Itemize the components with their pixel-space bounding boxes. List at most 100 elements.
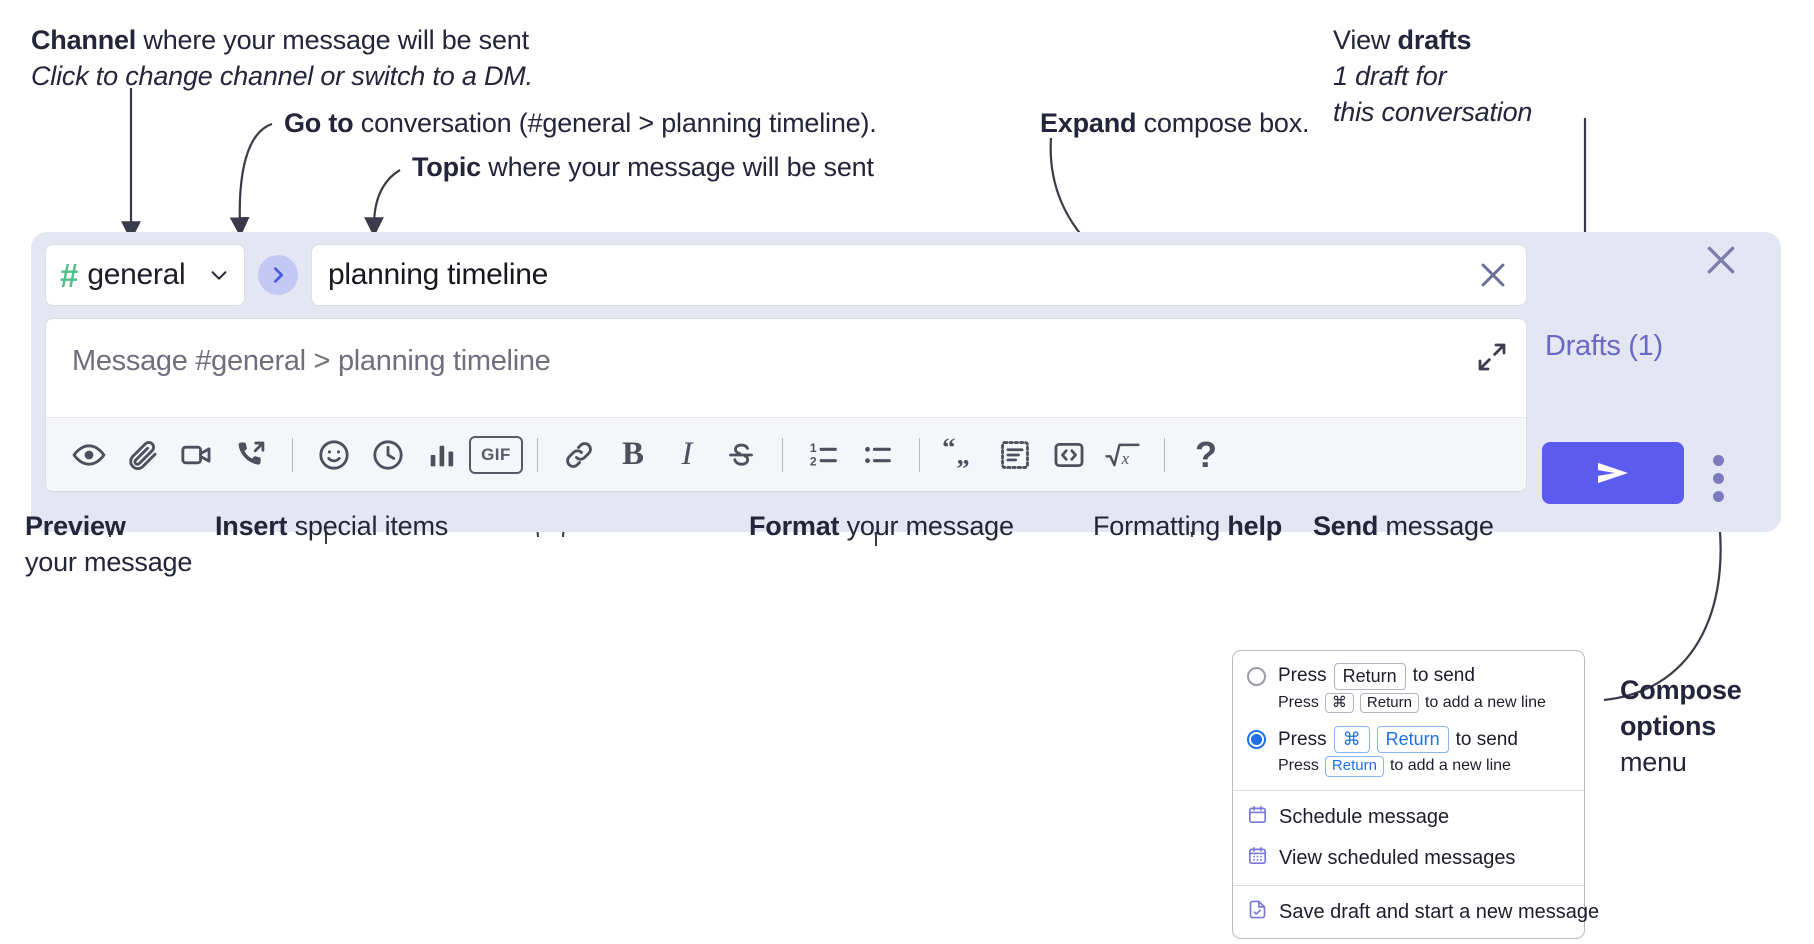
annotation-drafts-bold: drafts bbox=[1397, 25, 1472, 55]
menu-item-label: View scheduled messages bbox=[1279, 846, 1516, 869]
audio-call-icon[interactable] bbox=[224, 428, 278, 482]
send-button[interactable] bbox=[1542, 442, 1684, 504]
blockquote-icon[interactable]: “ „ bbox=[934, 428, 988, 482]
menu-option-return-sub: Press ⌘ Return to add a new line bbox=[1233, 690, 1584, 721]
menu-divider bbox=[1233, 884, 1584, 886]
bulleted-list-icon[interactable] bbox=[851, 428, 905, 482]
math-icon[interactable]: x bbox=[1096, 428, 1150, 482]
annotation-insert-rest: special items bbox=[287, 511, 449, 541]
menu-opt2-sub-tail: to add a new line bbox=[1389, 757, 1511, 775]
help-label: ? bbox=[1195, 433, 1217, 475]
annotation-topic-bold: Topic bbox=[412, 152, 481, 182]
annotation-expand-rest: compose box. bbox=[1136, 108, 1310, 138]
menu-opt2-key2: Return bbox=[1376, 726, 1449, 753]
annotation-formatting-help: Formatting help bbox=[1093, 508, 1282, 544]
ordered-list-icon[interactable]: 1 2 bbox=[797, 428, 851, 482]
annotation-topic: Topic where your message will be sent bbox=[412, 149, 874, 185]
annotation-format-bold: Format bbox=[749, 511, 840, 541]
annotation-expand: Expand compose box. bbox=[1040, 105, 1310, 141]
toolbar-divider bbox=[1164, 437, 1165, 472]
poll-icon[interactable] bbox=[415, 428, 469, 482]
annotation-send-rest: message bbox=[1378, 511, 1494, 541]
video-icon[interactable] bbox=[170, 428, 224, 482]
compose-options-menu: Press Return to send Press ⌘ Return to a… bbox=[1232, 650, 1599, 939]
message-area: Message #general > planning timeline bbox=[45, 318, 1527, 492]
cmd-key-icon: ⌘ bbox=[1333, 726, 1370, 753]
radio-button-selected[interactable] bbox=[1247, 730, 1266, 749]
menu-item-schedule-message[interactable]: Schedule message bbox=[1233, 797, 1584, 838]
menu-option-cmd-return-sub: Press Return to add a new line bbox=[1233, 753, 1584, 784]
hash-icon: # bbox=[60, 256, 79, 294]
expand-icon[interactable] bbox=[1476, 341, 1508, 373]
italic-label: I bbox=[681, 436, 693, 472]
attachment-icon[interactable] bbox=[116, 428, 170, 482]
annotation-preview-bold: Preview bbox=[25, 511, 126, 541]
annotation-goto: Go to conversation (#general > planning … bbox=[284, 105, 877, 141]
message-placeholder: Message #general > planning timeline bbox=[72, 345, 551, 377]
svg-text:x: x bbox=[1121, 448, 1130, 467]
menu-option-return-to-send[interactable]: Press Return to send bbox=[1233, 657, 1584, 690]
annotation-insert: Insert special items bbox=[215, 508, 448, 544]
chevron-right-icon bbox=[273, 267, 284, 283]
menu-opt2-press: Press bbox=[1278, 728, 1327, 750]
annotation-preview: Preview your message bbox=[25, 508, 215, 580]
channel-selector[interactable]: # general bbox=[45, 244, 245, 306]
annotation-compose-bold1: Compose bbox=[1620, 675, 1742, 705]
annotation-goto-bold: Go to bbox=[284, 108, 354, 138]
annotation-channel-rest: where your message will be sent bbox=[136, 25, 529, 55]
menu-item-view-scheduled-messages[interactable]: View scheduled messages bbox=[1233, 838, 1584, 879]
svg-text:“: “ bbox=[942, 438, 955, 462]
gif-label: GIF bbox=[469, 435, 523, 474]
compose-options-menu-button[interactable] bbox=[1713, 455, 1724, 502]
annotation-compose-options: Compose options menu bbox=[1620, 672, 1810, 780]
save-draft-icon bbox=[1247, 899, 1268, 926]
message-input[interactable]: Message #general > planning timeline bbox=[46, 319, 1526, 417]
annotation-drafts-plain: View bbox=[1333, 25, 1398, 55]
annotation-drafts-sub1: 1 draft for bbox=[1333, 61, 1447, 91]
gif-icon[interactable]: GIF bbox=[469, 428, 523, 482]
italic-icon[interactable]: I bbox=[660, 428, 714, 482]
annotation-channel-sub: Click to change channel or switch to a D… bbox=[31, 61, 533, 91]
annotation-send: Send message bbox=[1313, 508, 1494, 544]
cmd-key-icon: ⌘ bbox=[1324, 692, 1354, 714]
annotation-format: Format your message bbox=[749, 508, 1014, 544]
toolbar-divider bbox=[537, 437, 538, 472]
clock-icon[interactable] bbox=[361, 428, 415, 482]
close-icon[interactable] bbox=[1476, 258, 1510, 292]
topic-input[interactable]: planning timeline bbox=[311, 244, 1527, 306]
code-block-icon[interactable] bbox=[988, 428, 1042, 482]
calendar-grid-icon bbox=[1247, 845, 1268, 872]
toolbar-divider bbox=[919, 437, 920, 472]
formatting-toolbar: GIF B I bbox=[46, 417, 1526, 491]
goto-conversation-button[interactable] bbox=[258, 255, 298, 295]
emoji-icon[interactable] bbox=[307, 428, 361, 482]
preview-icon[interactable] bbox=[62, 428, 116, 482]
annotation-insert-bold: Insert bbox=[215, 511, 288, 541]
menu-item-save-draft[interactable]: Save draft and start a new message bbox=[1233, 892, 1599, 938]
kebab-dot bbox=[1713, 491, 1724, 502]
compose-header-row: # general planning timeline bbox=[45, 244, 1527, 306]
bold-icon[interactable]: B bbox=[606, 428, 660, 482]
code-icon[interactable] bbox=[1042, 428, 1096, 482]
help-icon[interactable]: ? bbox=[1179, 428, 1233, 482]
menu-item-label: Save draft and start a new message bbox=[1279, 900, 1600, 923]
strikethrough-icon[interactable] bbox=[714, 428, 768, 482]
menu-opt2-tosend: to send bbox=[1455, 728, 1518, 750]
close-compose-icon[interactable] bbox=[1701, 240, 1741, 285]
menu-option-cmd-return-to-send[interactable]: Press ⌘ Return to send bbox=[1233, 720, 1584, 753]
annotation-channel-bold: Channel bbox=[31, 25, 137, 55]
annotation-compose-bold2: options bbox=[1620, 711, 1717, 741]
menu-opt1-press: Press bbox=[1278, 665, 1327, 687]
calendar-icon bbox=[1247, 804, 1268, 831]
toolbar-divider bbox=[782, 437, 783, 472]
toolbar-divider bbox=[292, 437, 293, 472]
radio-button[interactable] bbox=[1247, 666, 1266, 686]
annotation-compose-rest: menu bbox=[1620, 747, 1687, 777]
bold-label: B bbox=[621, 436, 644, 472]
link-icon[interactable] bbox=[552, 428, 606, 482]
drafts-link[interactable]: Drafts (1) bbox=[1545, 330, 1663, 362]
menu-opt1-key: Return bbox=[1333, 663, 1406, 690]
menu-opt1-sub-press: Press bbox=[1278, 693, 1319, 711]
kebab-dot bbox=[1713, 455, 1724, 466]
menu-opt2-sub-press: Press bbox=[1278, 757, 1319, 775]
